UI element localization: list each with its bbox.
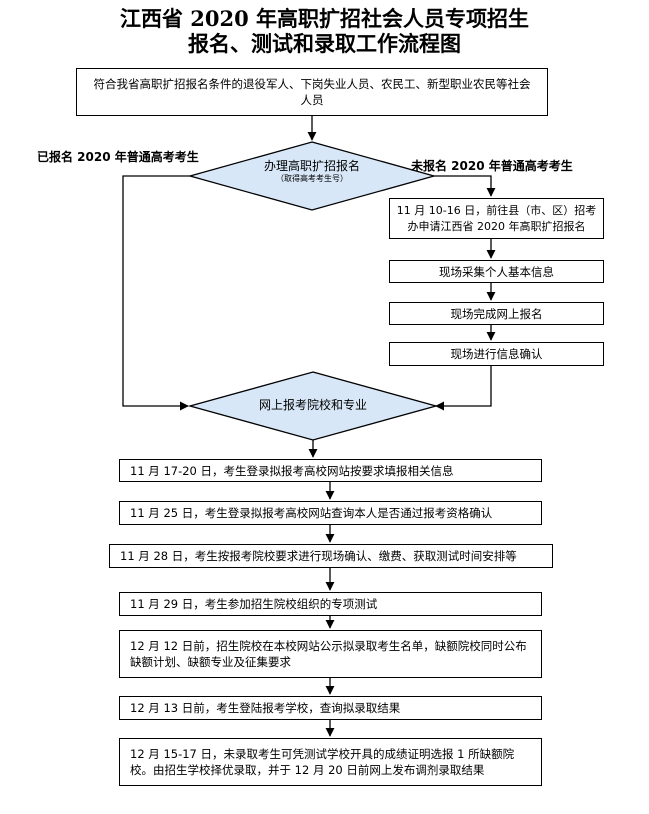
- step-r1-box: 11 月 10-16 日，前往县（市、区）招考办申请江西省 2020 年高职扩招…: [389, 198, 604, 239]
- branch-label-left: 已报名 2020 年普通高考考生: [37, 150, 199, 164]
- branch-label-right: 未报名 2020 年普通高考考生: [411, 159, 573, 173]
- step-r2-box: 现场采集个人基本信息: [389, 260, 604, 283]
- step-5-text: 12 月 12 日前，招生院校在本校网站公示拟录取考生名单，缺额院校同时公布缺额…: [130, 639, 527, 669]
- decision1-diamond: [187, 141, 437, 211]
- start-box: 符合我省高职扩招报名条件的退役军人、下岗失业人员、农民工、新型职业农民等社会人员: [76, 68, 548, 116]
- step-r4-box: 现场进行信息确认: [389, 342, 604, 366]
- step-4-text: 11 月 29 日，考生参加招生院校组织的专项测试: [130, 597, 378, 611]
- step-7-text: 12 月 15-17 日，未录取考生可凭测试学校开具的成绩证明选报 1 所缺额院…: [130, 747, 515, 777]
- page-title-line-1: 江西省 2020 年高职扩招社会人员专项招生: [119, 6, 530, 31]
- step-6-box: 12 月 13 日前，考生登陆报考学校，查询拟录取结果: [119, 696, 542, 720]
- step-3-text: 11 月 28 日，考生按报考院校要求进行现场确认、缴费、获取测试时间安排等: [120, 549, 517, 563]
- decision1-label: 办理高职扩招报名: [263, 159, 360, 173]
- step-r2-text: 现场采集个人基本信息: [439, 264, 554, 279]
- decision2-text: 网上报考院校和专业: [258, 398, 367, 412]
- step-r3-text: 现场完成网上报名: [450, 306, 543, 321]
- step-2-text: 11 月 25 日，考生登录拟报考高校网站查询本人是否通过报考资格确认: [130, 506, 493, 520]
- step-3-box: 11 月 28 日，考生按报考院校要求进行现场确认、缴费、获取测试时间安排等: [109, 544, 553, 568]
- arrow-r4-to-decision2: [435, 366, 492, 411]
- decision1-text: 办理高职扩招报名 （取得高考考生号）: [222, 159, 402, 184]
- decision2-diamond: [187, 371, 439, 441]
- step-7-box: 12 月 15-17 日，未录取考生可凭测试学校开具的成绩证明选报 1 所缺额院…: [119, 738, 542, 786]
- start-text: 符合我省高职扩招报名条件的退役军人、下岗失业人员、农民工、新型职业农民等社会人员: [93, 77, 531, 107]
- decision1-sublabel: （取得高考考生号）: [276, 174, 348, 183]
- step-r3-box: 现场完成网上报名: [389, 302, 604, 325]
- step-r4-text: 现场进行信息确认: [450, 347, 543, 361]
- step-6-text: 12 月 13 日前，考生登陆报考学校，查询拟录取结果: [130, 701, 401, 715]
- arrow-left-branch: [122, 175, 190, 411]
- step-1-box: 11 月 17-20 日，考生登录拟报考高校网站按要求填报相关信息: [119, 459, 542, 482]
- page-title-line-2: 报名、测试和录取工作流程图: [188, 31, 461, 56]
- step-2-box: 11 月 25 日，考生登录拟报考高校网站查询本人是否通过报考资格确认: [119, 501, 542, 525]
- step-4-box: 11 月 29 日，考生参加招生院校组织的专项测试: [119, 592, 542, 616]
- step-1-text: 11 月 17-20 日，考生登录拟报考高校网站按要求填报相关信息: [130, 463, 454, 478]
- step-5-box: 12 月 12 日前，招生院校在本校网站公示拟录取考生名单，缺额院校同时公布缺额…: [119, 630, 542, 678]
- step-r1-text: 11 月 10-16 日，前往县（市、区）招考办申请江西省 2020 年高职扩招…: [396, 203, 597, 233]
- arrow-right-branch: [434, 175, 496, 197]
